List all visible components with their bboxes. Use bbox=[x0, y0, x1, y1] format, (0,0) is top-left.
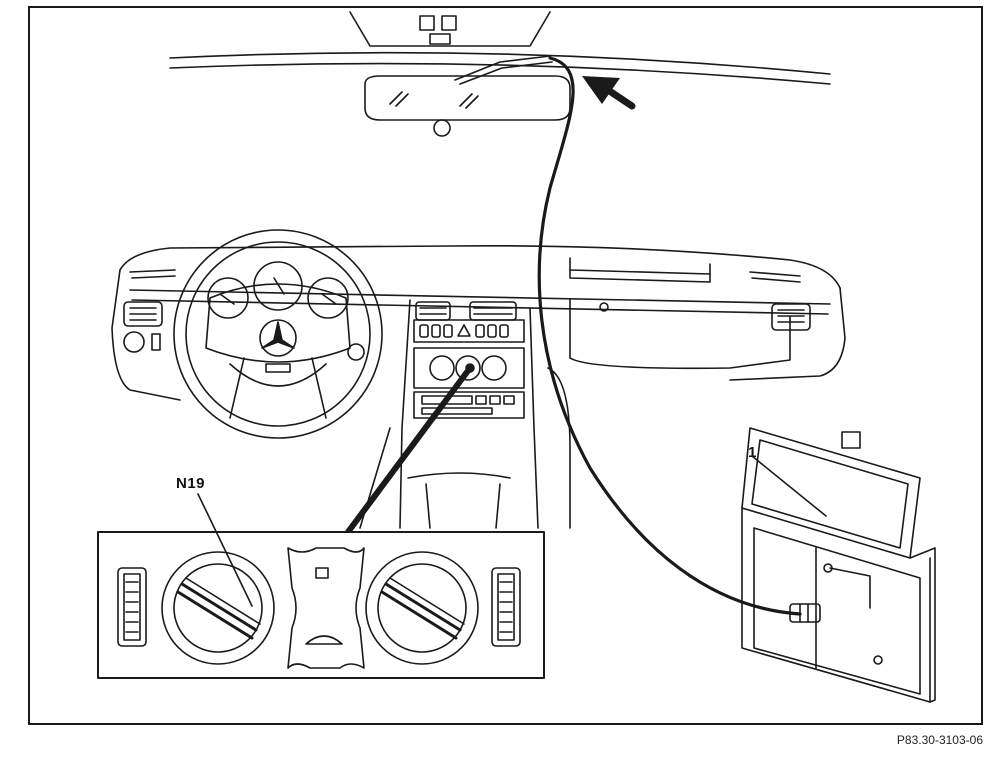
arrow-icon bbox=[582, 76, 632, 106]
diagram-frame: N19 1 bbox=[28, 6, 983, 725]
roof-headliner bbox=[170, 12, 830, 84]
steering-wheel-icon bbox=[174, 230, 382, 438]
figure-code: P83.30-3103-06 bbox=[896, 733, 983, 747]
callout-item-1: 1 bbox=[748, 444, 757, 461]
mercedes-star-icon bbox=[260, 320, 296, 356]
test-unit-icon bbox=[742, 428, 935, 702]
n19-leader bbox=[198, 494, 252, 606]
callout-n19: N19 bbox=[176, 475, 206, 492]
dashboard bbox=[112, 246, 845, 528]
rear-view-mirror-icon bbox=[365, 56, 570, 136]
item1-leader bbox=[752, 456, 826, 516]
dashboard-illustration bbox=[30, 8, 983, 725]
climate-control-panel-icon bbox=[98, 532, 544, 678]
test-cable bbox=[539, 58, 800, 614]
detail-pointer bbox=[348, 364, 474, 532]
